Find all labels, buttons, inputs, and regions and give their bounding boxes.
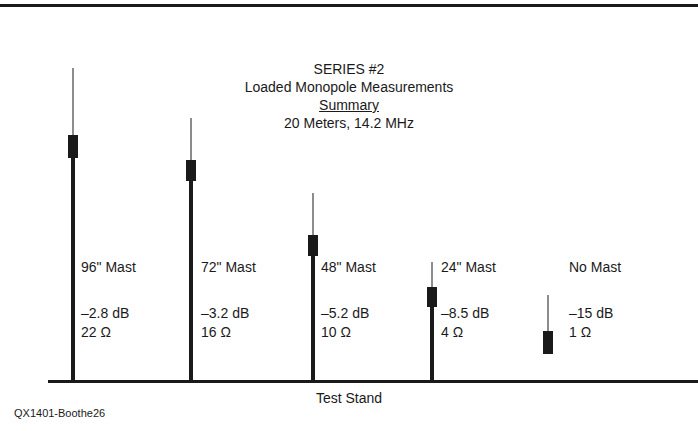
mast <box>430 306 434 381</box>
whip <box>313 193 314 236</box>
subtitle: Loaded Monopole Measurements <box>245 79 454 96</box>
impedance-value: 16 Ω <box>201 324 231 341</box>
loading-coil <box>68 135 78 158</box>
impedance-value: 1 Ω <box>569 324 591 341</box>
title: SERIES #2 <box>314 61 385 78</box>
mast-length: 24" Mast <box>441 259 496 276</box>
subtitle: 20 Meters, 14.2 MHz <box>284 115 414 132</box>
whip <box>191 118 192 161</box>
loss-value: –15 dB <box>569 305 613 322</box>
loading-coil <box>186 160 196 181</box>
loss-value: –8.5 dB <box>441 305 489 322</box>
mast-length: 48" Mast <box>321 259 376 276</box>
subtitle: Summary <box>319 97 379 114</box>
loading-coil <box>308 235 318 256</box>
loss-value: –5.2 dB <box>321 305 369 322</box>
whip <box>73 68 74 136</box>
loss-value: –2.8 dB <box>81 305 129 322</box>
whip <box>548 295 549 332</box>
loading-coil <box>543 331 553 354</box>
mast-length: No Mast <box>569 259 621 276</box>
mast-length: 96" Mast <box>81 259 136 276</box>
impedance-value: 22 Ω <box>81 324 111 341</box>
mast <box>311 255 315 381</box>
mast <box>71 157 75 381</box>
impedance-value: 4 Ω <box>441 324 463 341</box>
top-rule <box>0 4 698 7</box>
loss-value: –3.2 dB <box>201 305 249 322</box>
whip <box>432 262 433 288</box>
stand-label: Test Stand <box>316 390 382 407</box>
test-stand-line <box>48 380 698 383</box>
impedance-value: 10 Ω <box>321 324 351 341</box>
figure-id: QX1401-Boothe26 <box>14 407 105 420</box>
loading-coil <box>427 287 437 307</box>
mast <box>189 180 193 381</box>
mast-length: 72" Mast <box>201 259 256 276</box>
